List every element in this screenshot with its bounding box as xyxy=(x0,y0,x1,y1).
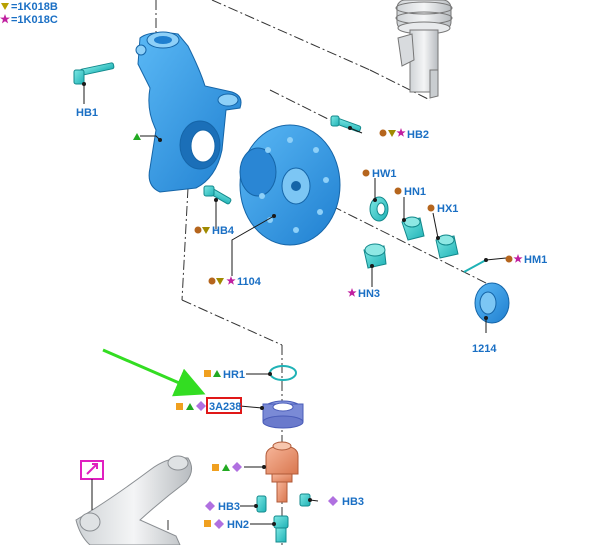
callout-3a238[interactable]: 3A238 xyxy=(176,397,242,414)
label-hb3-left[interactable]: HB3 xyxy=(218,501,240,513)
circle-icon xyxy=(194,226,202,234)
callout-hb1[interactable]: HB1 xyxy=(76,107,98,119)
square-icon xyxy=(204,370,211,377)
label-hx1[interactable]: HX1 xyxy=(437,203,458,215)
callout-hw1[interactable]: HW1 xyxy=(362,168,397,180)
circle-icon xyxy=(208,277,216,285)
circle-icon xyxy=(505,255,513,263)
triangle-up-icon xyxy=(186,403,194,410)
highlight-box xyxy=(206,397,242,414)
callout-hb3-right[interactable]: HB3 xyxy=(328,496,364,508)
label-hb4[interactable]: HB4 xyxy=(212,225,235,237)
callout-hb4[interactable]: HB4 xyxy=(194,225,235,237)
bolt-hb3-left xyxy=(256,495,267,513)
nut-hn2 xyxy=(273,515,289,543)
label-hb2[interactable]: HB2 xyxy=(407,129,429,141)
wheel-hub xyxy=(239,124,341,246)
square-icon xyxy=(212,464,219,471)
label-hn1[interactable]: HN1 xyxy=(404,186,426,198)
diamond-icon xyxy=(232,462,242,472)
label-1214[interactable]: 1214 xyxy=(472,343,497,355)
circle-icon xyxy=(394,187,402,195)
guide-lines xyxy=(155,0,501,545)
callout-1214[interactable]: 1214 xyxy=(472,343,497,355)
washer-hw1 xyxy=(369,196,389,222)
circle-icon xyxy=(379,129,387,137)
triangle-up-icon xyxy=(222,464,230,471)
label-1104[interactable]: 1104 xyxy=(237,276,262,288)
callout-hx1[interactable]: HX1 xyxy=(427,203,459,215)
label-hb3-right[interactable]: HB3 xyxy=(342,496,364,508)
star-icon xyxy=(226,276,236,285)
callout-knuckle xyxy=(133,133,141,140)
diamond-icon xyxy=(205,501,215,511)
label-hm1[interactable]: HM1 xyxy=(524,254,547,266)
pin-hm1 xyxy=(463,259,487,273)
label-hn3[interactable]: HN3 xyxy=(358,288,380,300)
callout-hm1[interactable]: HM1 xyxy=(505,254,548,266)
triangle-down-icon xyxy=(388,130,396,137)
label-hr1[interactable]: HR1 xyxy=(223,369,245,381)
star-icon xyxy=(396,128,406,137)
leader-dots xyxy=(82,82,488,526)
legend: =1K018B =1K018C xyxy=(0,1,58,26)
nut-hn1 xyxy=(401,216,425,241)
nut-hx1 xyxy=(435,234,459,259)
star-icon xyxy=(513,254,523,263)
boot-3a238 xyxy=(262,400,304,429)
bolt-hb4 xyxy=(203,185,232,205)
circle-icon xyxy=(427,204,435,212)
star-icon xyxy=(347,288,357,297)
square-icon xyxy=(176,403,183,410)
legend-label-1k018b: =1K018B xyxy=(11,1,58,13)
label-hn2[interactable]: HN2 xyxy=(227,519,249,531)
label-hw1[interactable]: HW1 xyxy=(372,168,396,180)
callout-hr1[interactable]: HR1 xyxy=(204,369,245,381)
ball-joint xyxy=(265,441,299,503)
lower-control-arm xyxy=(75,455,192,545)
triangle-down-icon xyxy=(216,278,224,285)
callout-ball-joint xyxy=(212,462,242,472)
callout-hn3[interactable]: HN3 xyxy=(347,288,380,300)
diamond-icon xyxy=(214,519,224,529)
callout-hn1[interactable]: HN1 xyxy=(394,186,427,198)
bolt-hb2 xyxy=(330,115,362,133)
green-arrow-icon xyxy=(102,348,206,397)
triangle-down-icon xyxy=(202,227,210,234)
square-icon xyxy=(204,520,211,527)
label-hb1[interactable]: HB1 xyxy=(76,107,98,119)
callout-hb2[interactable]: HB2 xyxy=(379,128,430,141)
dust-shield xyxy=(474,282,510,324)
callout-hb3-left[interactable]: HB3 xyxy=(205,501,240,513)
star-icon xyxy=(0,14,10,24)
label-3a238[interactable]: 3A238 xyxy=(209,401,241,413)
triangle-down-icon xyxy=(1,3,9,10)
diamond-icon xyxy=(196,401,206,411)
leader-lines xyxy=(83,84,507,525)
diamond-icon xyxy=(328,496,338,506)
callout-hn2[interactable]: HN2 xyxy=(204,519,249,531)
steering-knuckle xyxy=(135,31,242,193)
triangle-up-icon xyxy=(133,133,141,140)
retaining-ring-hr1 xyxy=(269,365,297,381)
nut-hn3 xyxy=(363,243,387,269)
triangle-up-icon xyxy=(213,370,221,377)
strut-assembly xyxy=(395,0,453,99)
edit-icon[interactable] xyxy=(80,460,104,480)
legend-label-1k018c: =1K018C xyxy=(11,14,58,26)
callout-1104[interactable]: 1104 xyxy=(208,276,262,288)
bolt-hb1 xyxy=(73,62,115,85)
circle-icon xyxy=(362,169,370,177)
